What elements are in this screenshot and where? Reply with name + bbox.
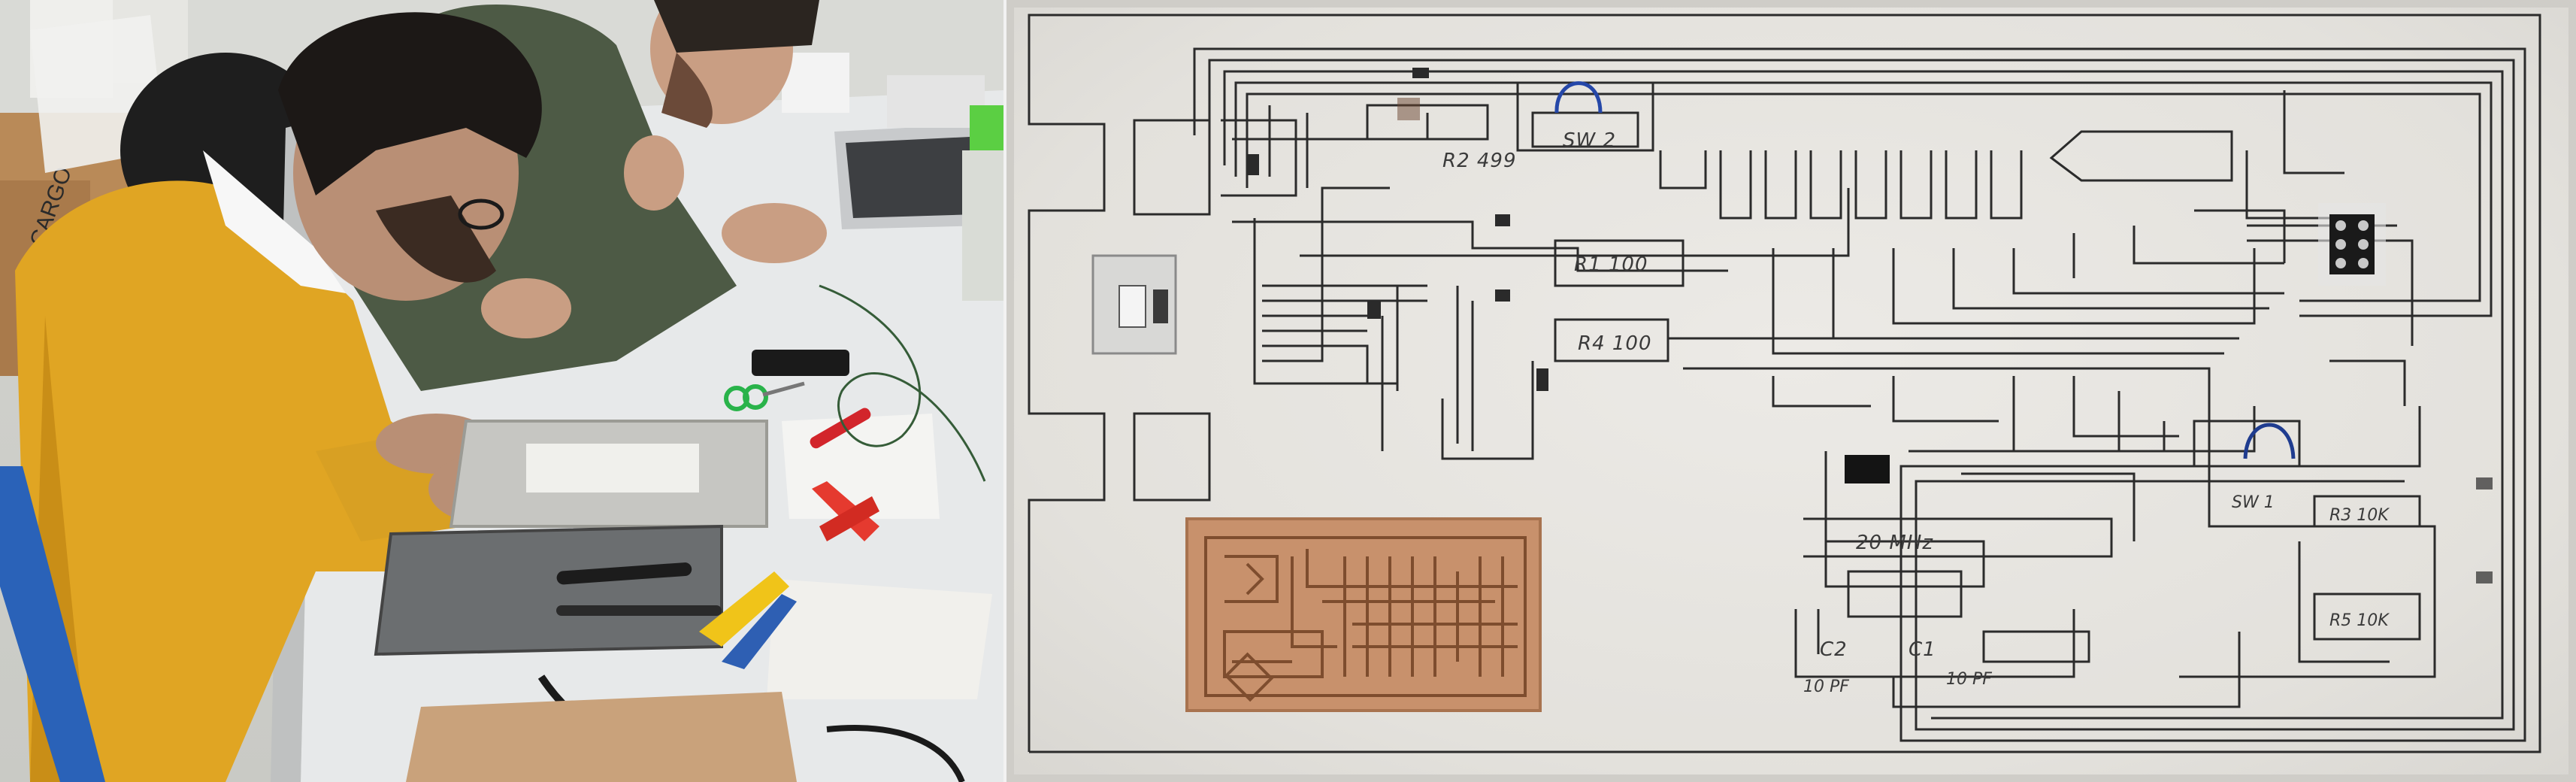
label-c1-value: 10 PF bbox=[1946, 670, 1992, 689]
label-c1: C1 bbox=[1909, 638, 1936, 661]
usb-connector bbox=[1091, 254, 1177, 355]
components bbox=[1091, 68, 2493, 583]
label-sw-top: SW 2 bbox=[1563, 129, 1616, 152]
pin-header bbox=[2318, 203, 2386, 286]
photo-divider bbox=[1003, 0, 1006, 782]
board-layout-photo: R2 499 SW 2 R1 100 R4 100 20 MHz C2 C1 1… bbox=[1006, 0, 2576, 782]
label-r1: R1 100 bbox=[1574, 253, 1648, 276]
label-r-right-b: R5 10K bbox=[2329, 611, 2390, 630]
trace-lines bbox=[1028, 14, 2541, 753]
handwritten-labels: R2 499 SW 2 R1 100 R4 100 20 MHz C2 C1 1… bbox=[1442, 129, 2390, 696]
laptop bbox=[834, 75, 985, 229]
copper-pcb bbox=[1185, 517, 1542, 712]
label-r-top: R2 499 bbox=[1442, 150, 1517, 172]
label-crystal: 20 MHz bbox=[1856, 532, 1933, 554]
label-r-right-a: R3 10K bbox=[2329, 506, 2390, 525]
label-c2-value: 10 PF bbox=[1803, 677, 1849, 696]
label-c2: C2 bbox=[1820, 638, 1848, 661]
workshop-photo: CARGO bbox=[0, 0, 1003, 782]
label-sw1: SW 1 bbox=[2232, 493, 2275, 512]
workshop-scene: CARGO bbox=[0, 0, 1003, 782]
person-front bbox=[15, 12, 542, 782]
tools bbox=[406, 284, 986, 782]
label-r4: R4 100 bbox=[1578, 332, 1652, 355]
pcb-layout-drawing: R2 499 SW 2 R1 100 R4 100 20 MHz C2 C1 1… bbox=[1006, 0, 2576, 782]
